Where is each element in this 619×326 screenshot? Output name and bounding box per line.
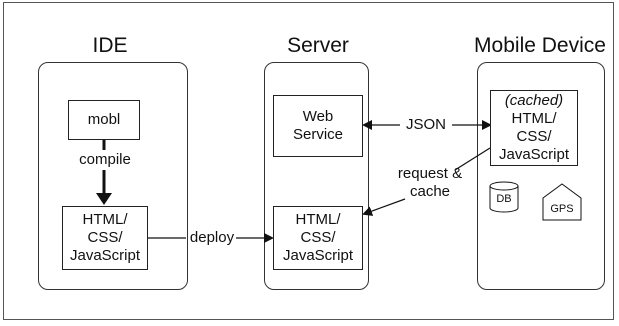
ide-output-line1: HTML/ [82, 211, 128, 228]
ide-output-box: HTML/ CSS/ JavaScript [62, 206, 148, 270]
ide-output-line3: JavaScript [69, 247, 141, 264]
server-html-line2: CSS/ [300, 229, 336, 246]
compile-arrowhead [96, 193, 112, 205]
request-cache-line1: request & [397, 165, 463, 182]
server-html-box: HTML/ CSS/ JavaScript [273, 206, 363, 270]
cached-html-line3: JavaScript [498, 146, 570, 163]
cached-html-box: (cached) HTML/ CSS/ JavaScript [490, 90, 578, 166]
cached-html-line1: HTML/ [511, 110, 557, 127]
gps-label: GPS [550, 203, 574, 215]
server-heading: Server [287, 34, 349, 57]
request-cache-line-upper [454, 147, 491, 171]
json-label: JSON [405, 116, 446, 133]
mobile-device-heading: Mobile Device [474, 34, 606, 57]
ide-heading: IDE [92, 34, 128, 57]
compile-label: compile [79, 151, 131, 168]
web-service-box: Web Service [273, 95, 363, 157]
request-cache-line2: cache [409, 183, 451, 200]
cached-label: (cached) [504, 92, 564, 109]
cached-html-line2: CSS/ [516, 128, 552, 145]
request-cache-label: request & cache [388, 165, 472, 201]
deploy-label: deploy [189, 229, 235, 246]
mobl-label: mobl [87, 111, 121, 128]
gps-house-icon [542, 183, 582, 221]
server-html-line1: HTML/ [295, 211, 341, 228]
ide-output-line2: CSS/ [87, 229, 123, 246]
mobl-box: mobl [68, 100, 140, 140]
db-cylinder-icon [489, 181, 519, 213]
web-service-line2: Service [292, 126, 344, 143]
diagram-frame [3, 2, 614, 320]
server-html-line3: JavaScript [282, 247, 354, 264]
db-label: DB [496, 193, 512, 205]
web-service-line1: Web [302, 108, 334, 125]
request-cache-line-lower [362, 198, 406, 216]
